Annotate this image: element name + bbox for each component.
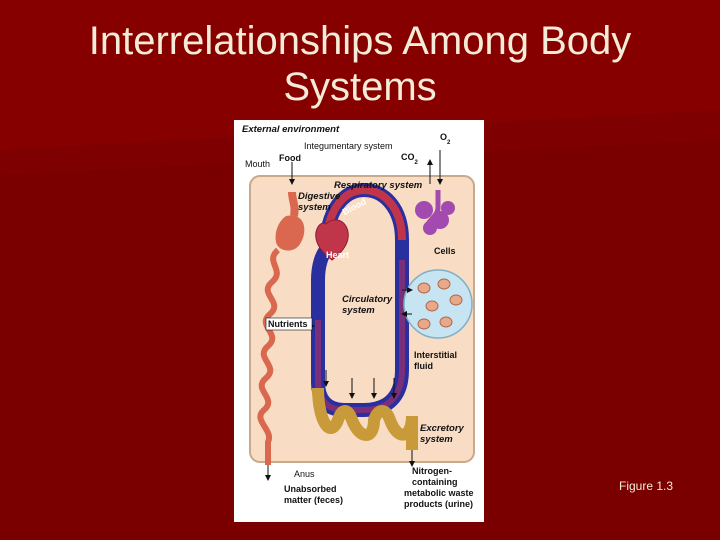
- label-nitrogen-2: containing: [412, 477, 458, 487]
- label-excretory-system-1: Excretory: [420, 423, 465, 434]
- label-nitrogen-1: Nitrogen-: [412, 466, 452, 476]
- nutrients-label-box: [265, 317, 313, 331]
- cell-6: [439, 316, 453, 328]
- label-o2-main: O: [440, 132, 447, 142]
- alveolus-1: [415, 201, 433, 219]
- label-interstitial-fluid-1: Interstitial: [414, 350, 457, 360]
- label-digestive-system-1: Digestive: [298, 191, 341, 202]
- alveolus-3: [441, 201, 455, 215]
- excretory-tubules: [312, 387, 418, 450]
- body-systems-figure: External environment Integumentary syste…: [234, 120, 484, 522]
- heart-shape: [315, 219, 349, 261]
- label-circulatory-system-1: Circulatory: [342, 294, 393, 305]
- alveolus-4: [423, 221, 437, 235]
- label-nutrients: Nutrients: [268, 319, 308, 329]
- label-external-environment: External environment: [242, 124, 340, 135]
- label-co2: CO2: [401, 152, 419, 166]
- cell-3: [449, 294, 463, 306]
- label-unabsorbed-2: matter (feces): [284, 495, 343, 505]
- label-excretory-system-2: system: [420, 434, 453, 445]
- integumentary-body-outline: [249, 175, 475, 463]
- cell-1: [417, 282, 431, 294]
- label-o2: O2: [440, 132, 451, 146]
- label-anus: Anus: [294, 469, 315, 479]
- label-digestive-system-2: system: [298, 202, 331, 213]
- cell-4: [425, 300, 439, 312]
- label-respiratory-system: Respiratory system: [334, 180, 423, 191]
- body-systems-diagram: External environment Integumentary syste…: [242, 124, 475, 509]
- label-co2-main: CO: [401, 152, 415, 162]
- stomach: [275, 215, 305, 251]
- slide-title-line2: Systems: [283, 65, 437, 109]
- figure-caption: Figure 1.3: [619, 479, 674, 493]
- label-co2-sub: 2: [415, 160, 419, 166]
- label-mouth: Mouth: [245, 159, 270, 169]
- label-unabsorbed-1: Unabsorbed: [284, 484, 337, 494]
- cell-5: [417, 318, 431, 330]
- intestine: [257, 247, 281, 465]
- label-integumentary-system: Integumentary system: [304, 141, 393, 151]
- label-nitrogen-3: metabolic waste: [404, 488, 474, 498]
- label-cells: Cells: [434, 246, 456, 256]
- label-circulatory-system-2: system: [342, 305, 375, 316]
- slide-title: Interrelationships Among Body Systems: [40, 18, 680, 110]
- slide-title-line1: Interrelationships Among Body: [88, 19, 632, 63]
- esophagus: [288, 191, 299, 217]
- label-food: Food: [279, 153, 301, 163]
- label-heart: Heart: [326, 250, 349, 260]
- label-interstitial-fluid-2: fluid: [414, 361, 433, 371]
- cell-2: [437, 278, 451, 290]
- label-o2-sub: 2: [447, 140, 451, 146]
- label-nitrogen-4: products (urine): [404, 499, 473, 509]
